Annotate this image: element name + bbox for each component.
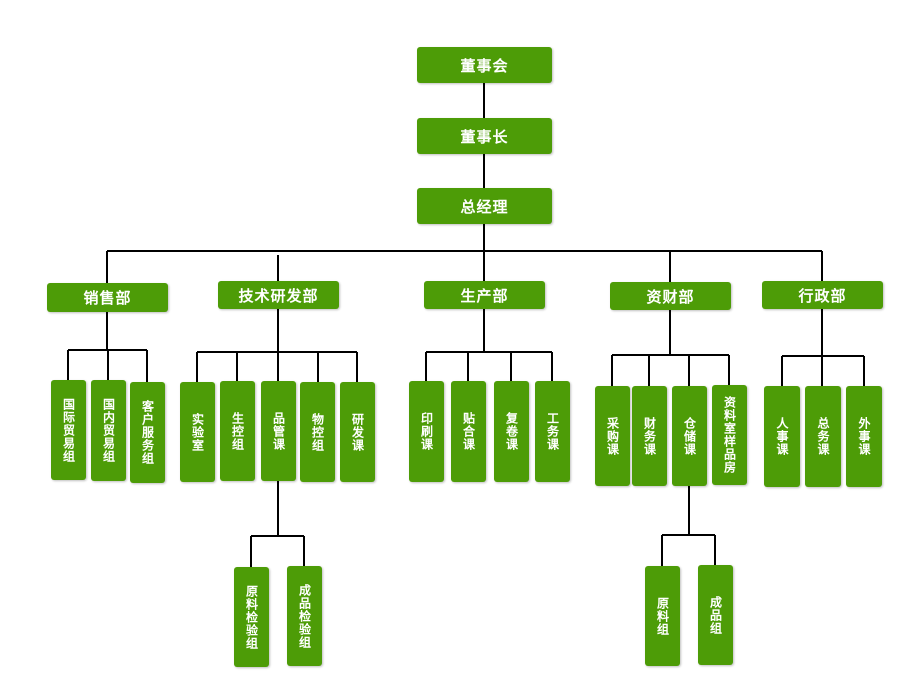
subunit-box: 成品检验组 — [287, 566, 322, 666]
subunit-box: 成品组 — [698, 565, 733, 665]
subunit-label: 成品检验组 — [297, 583, 312, 649]
subunit-label: 原料检验组 — [244, 584, 259, 650]
subunit-box: 原料组 — [645, 566, 680, 666]
unit-box: 资料室样品房 — [712, 385, 747, 485]
dept-production: 生产部 — [424, 281, 545, 309]
unit-label: 人事课 — [775, 417, 789, 456]
unit-box: 国际贸易组 — [51, 380, 86, 480]
subunit-box: 原料检验组 — [234, 567, 269, 667]
unit-label: 资料室样品房 — [722, 396, 737, 474]
unit-label: 印刷课 — [419, 412, 434, 451]
unit-box: 仓储课 — [672, 386, 707, 486]
dept-finance: 资财部 — [610, 282, 731, 310]
unit-box: 研发课 — [340, 382, 375, 482]
unit-box: 复卷课 — [494, 381, 529, 482]
unit-label: 实验室 — [190, 412, 205, 452]
unit-label: 物控组 — [310, 412, 325, 452]
chairman-box: 董事长 — [417, 118, 552, 154]
unit-label: 品管课 — [271, 411, 286, 451]
unit-label: 总务课 — [816, 417, 830, 456]
unit-label: 客户服务组 — [140, 400, 155, 465]
unit-label: 仓储课 — [682, 416, 697, 456]
unit-label: 研发课 — [350, 412, 365, 452]
unit-box: 外事课 — [846, 386, 882, 487]
unit-box: 生控组 — [220, 381, 255, 481]
subunit-label: 原料组 — [655, 596, 670, 636]
unit-label: 财务课 — [642, 416, 657, 456]
dept-admin: 行政部 — [762, 281, 883, 309]
dept-sales: 销售部 — [47, 283, 168, 312]
unit-label: 工务课 — [545, 412, 560, 451]
subunit-label: 成品组 — [708, 595, 723, 635]
unit-box: 总务课 — [805, 386, 841, 487]
unit-box: 采购课 — [595, 386, 630, 486]
unit-label: 国际贸易组 — [61, 397, 76, 463]
unit-box: 客户服务组 — [130, 382, 165, 483]
unit-label: 外事课 — [857, 417, 871, 456]
dept-rnd: 技术研发部 — [218, 281, 339, 309]
unit-label: 复卷课 — [504, 412, 519, 451]
unit-box: 贴合课 — [451, 381, 486, 482]
unit-label: 国内贸易组 — [101, 398, 116, 463]
unit-box: 工务课 — [535, 381, 570, 482]
unit-box: 物控组 — [300, 382, 335, 482]
general-manager-box: 总经理 — [417, 188, 552, 224]
unit-box: 人事课 — [764, 386, 800, 487]
unit-label: 采购课 — [605, 416, 620, 456]
unit-label: 贴合课 — [461, 412, 476, 451]
board-box: 董事会 — [417, 47, 552, 83]
unit-box: 财务课 — [632, 386, 667, 486]
unit-box: 品管课 — [261, 381, 296, 481]
unit-box: 实验室 — [180, 382, 215, 482]
unit-box: 国内贸易组 — [91, 380, 126, 481]
unit-label: 生控组 — [230, 411, 245, 451]
unit-box: 印刷课 — [409, 381, 444, 482]
